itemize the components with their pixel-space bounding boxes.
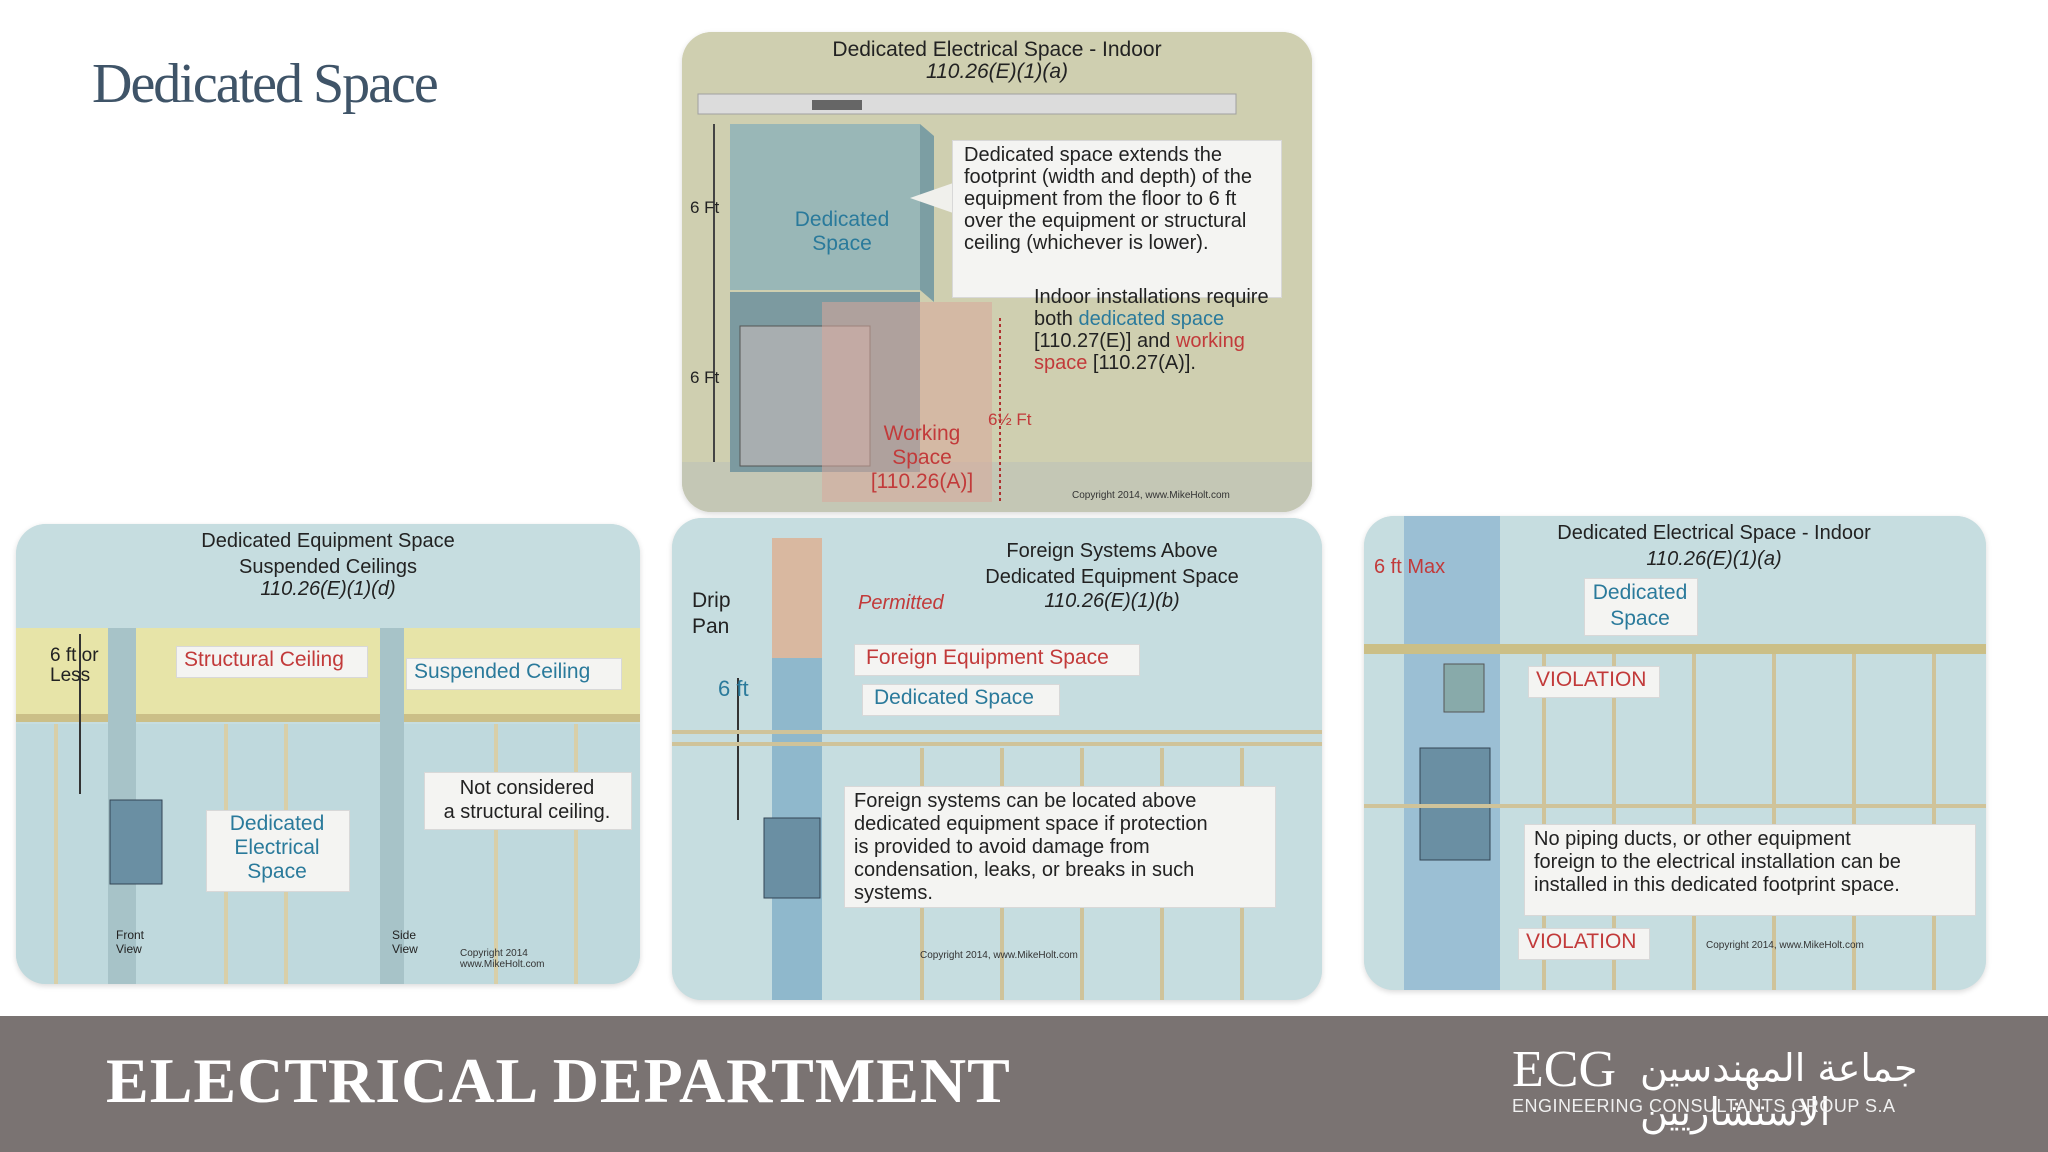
panel-left-ref: 110.26(E)(1)(d) [260, 578, 396, 600]
panel-top-title: Dedicated Electrical Space - Indoor [832, 38, 1162, 61]
left-height-label: 6 ft or Less [50, 645, 99, 686]
foreign-space-label: Foreign Equipment Space [866, 646, 1109, 669]
panel-left-title: Dedicated Equipment Space Suspended Ceil… [201, 530, 455, 578]
slide-title: Dedicated Space [92, 53, 439, 115]
panel-mid-ref: 110.26(E)(1)(b) [1044, 590, 1180, 612]
structural-ceiling-box [176, 646, 368, 678]
note-both: both [1034, 308, 1079, 330]
violation-box-1 [1528, 666, 1660, 698]
note-indoor-line1: Indoor installations require [1034, 286, 1269, 308]
copyright-mid: Copyright 2014, www.MikeHolt.com [920, 950, 1078, 961]
piping-note-box [1524, 824, 1976, 916]
ecg-logo-subtitle: ENGINEERING CONSULTANTS GROUP S.A [1512, 1096, 1896, 1116]
not-considered-box [424, 772, 632, 830]
panel-right-ref: 110.26(E)(1)(a) [1646, 548, 1782, 570]
mid-dedicated-label: Dedicated Space [874, 686, 1034, 709]
figure-violations: Dedicated Electrical Space - Indoor 110.… [1364, 516, 1986, 990]
foreign-systems-illustration [672, 518, 1322, 1000]
note-ref-e: [110.27(E)] and [1034, 330, 1176, 352]
note-indoor-line4: space [110.27(A)]. [1034, 352, 1196, 375]
right-dedicated-box [1584, 578, 1698, 636]
foreign-space-box [854, 644, 1140, 676]
note-indoor-line2: both dedicated space [1034, 308, 1224, 331]
violation-box-2 [1518, 928, 1650, 960]
panel-top-ref: 110.26(E)(1)(a) [926, 60, 1068, 83]
foreign-note-box [844, 786, 1276, 908]
note-dedicated-space: dedicated space [1078, 308, 1225, 330]
permitted-label: Permitted [858, 592, 944, 614]
note-ref-a: [110.27(A)]. [1087, 352, 1196, 374]
panel-right-title: Dedicated Electrical Space - Indoor [1557, 522, 1871, 544]
note-dedicated: Dedicated space extends the footprint (w… [964, 144, 1252, 254]
working-height-label: 6½ Ft [988, 410, 1032, 429]
copyright-left: Copyright 2014 www.MikeHolt.com [460, 948, 545, 970]
note-space: space [1034, 352, 1088, 374]
violation-label-2: VIOLATION [1526, 930, 1637, 953]
not-considered-note: Not considered a structural ceiling. [443, 777, 611, 823]
dedicated-electrical-box [206, 810, 350, 892]
copyright-top: Copyright 2014, www.MikeHolt.com [1072, 490, 1230, 501]
right-dedicated-label: Dedicated Space [1592, 581, 1688, 630]
figure-suspended-ceilings: Dedicated Equipment Space Suspended Ceil… [16, 524, 640, 984]
footer-bar [0, 1016, 2048, 1152]
suspended-ceiling-label: Suspended Ceiling [414, 660, 591, 683]
suspended-ceiling-box [406, 658, 622, 690]
structural-ceiling-label: Structural Ceiling [184, 648, 344, 671]
dedicated-space-label: Dedicated Space [794, 208, 890, 255]
height-lower-label: 6 Ft [690, 368, 720, 387]
copyright-right: Copyright 2014, www.MikeHolt.com [1706, 940, 1864, 951]
working-space-label: Working Space [110.26(A)] [870, 422, 974, 493]
drip-pan-label: Drip Pan [692, 589, 731, 638]
side-view-label: Side View [392, 928, 418, 956]
front-view-label: Front View [116, 928, 145, 956]
dedicated-space-box [862, 684, 1060, 716]
foreign-note: Foreign systems can be located above ded… [854, 790, 1208, 904]
ecg-logo-arabic: جماعة المهندسين الاستشاريين [1640, 1046, 1918, 1134]
panel-mid-title: Foreign Systems Above Dedicated Equipmen… [985, 540, 1239, 588]
ecg-logo: ECG [1512, 1041, 1616, 1098]
piping-note: No piping ducts, or other equipment fore… [1534, 828, 1901, 896]
department-title: ELECTRICAL DEPARTMENT [106, 1045, 1011, 1116]
max-height-label: 6 ft Max [1374, 556, 1446, 578]
figure-foreign-systems: Foreign Systems Above Dedicated Equipmen… [672, 518, 1322, 1000]
figure-dedicated-indoor: Dedicated Electrical Space - Indoor 110.… [682, 32, 1312, 512]
note-working: working [1175, 330, 1245, 352]
height-upper-label: 6 Ft [690, 198, 720, 217]
mid-height-label: 6 ft [718, 676, 749, 701]
note-box-dedicated [952, 140, 1282, 298]
note-indoor-line3: [110.27(E)] and working [1034, 330, 1245, 353]
violation-label-1: VIOLATION [1536, 668, 1647, 691]
dedicated-electrical-label: Dedicated Electrical Space [229, 812, 325, 883]
